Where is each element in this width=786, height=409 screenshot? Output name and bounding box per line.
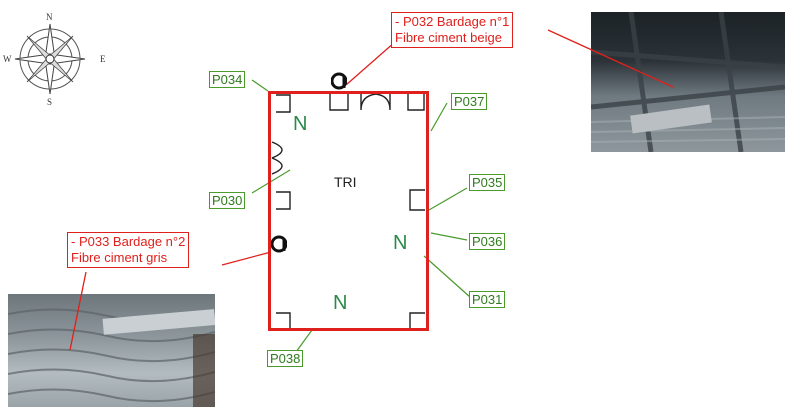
label-p036: P036 xyxy=(469,233,506,250)
compass-icon xyxy=(14,23,86,95)
label-p034: P034 xyxy=(209,71,246,88)
label-p035: P035 xyxy=(469,174,506,191)
photo-1-texture xyxy=(591,12,785,152)
compass-west: W xyxy=(3,54,12,64)
label-p038: P038 xyxy=(267,350,304,367)
asbestos-a-icon xyxy=(271,234,287,254)
callout-p032-line2: Fibre ciment beige xyxy=(395,30,502,45)
room-name: TRI xyxy=(334,174,357,190)
photo-bardage-2 xyxy=(8,294,215,407)
n-mark-bottom: N xyxy=(333,292,348,314)
photo-bardage-1 xyxy=(591,12,785,152)
callout-p032: - P032 Bardage n°1 Fibre ciment beige xyxy=(391,12,514,48)
compass-east: E xyxy=(100,54,106,64)
label-p031: P031 xyxy=(469,291,506,308)
callout-p032-line1: - P032 Bardage n°1 xyxy=(395,14,510,29)
n-mark-right: N xyxy=(393,232,408,254)
callout-p033-line1: - P033 Bardage n°2 xyxy=(71,234,186,249)
compass-north: N xyxy=(46,12,53,22)
compass-south: S xyxy=(47,97,53,107)
callout-p033: - P033 Bardage n°2 Fibre ciment gris xyxy=(67,232,190,268)
asbestos-marker-top xyxy=(331,71,347,91)
asbestos-a-icon xyxy=(331,71,347,91)
label-p037: P037 xyxy=(451,93,488,110)
callout-p033-line2: Fibre ciment gris xyxy=(71,250,168,265)
compass-rose: N E S W xyxy=(3,12,110,107)
photo-2-texture xyxy=(8,308,215,407)
n-mark-left: N xyxy=(293,113,308,135)
room-outline xyxy=(268,91,429,331)
asbestos-marker-left xyxy=(271,234,287,254)
label-p030: P030 xyxy=(209,192,246,209)
